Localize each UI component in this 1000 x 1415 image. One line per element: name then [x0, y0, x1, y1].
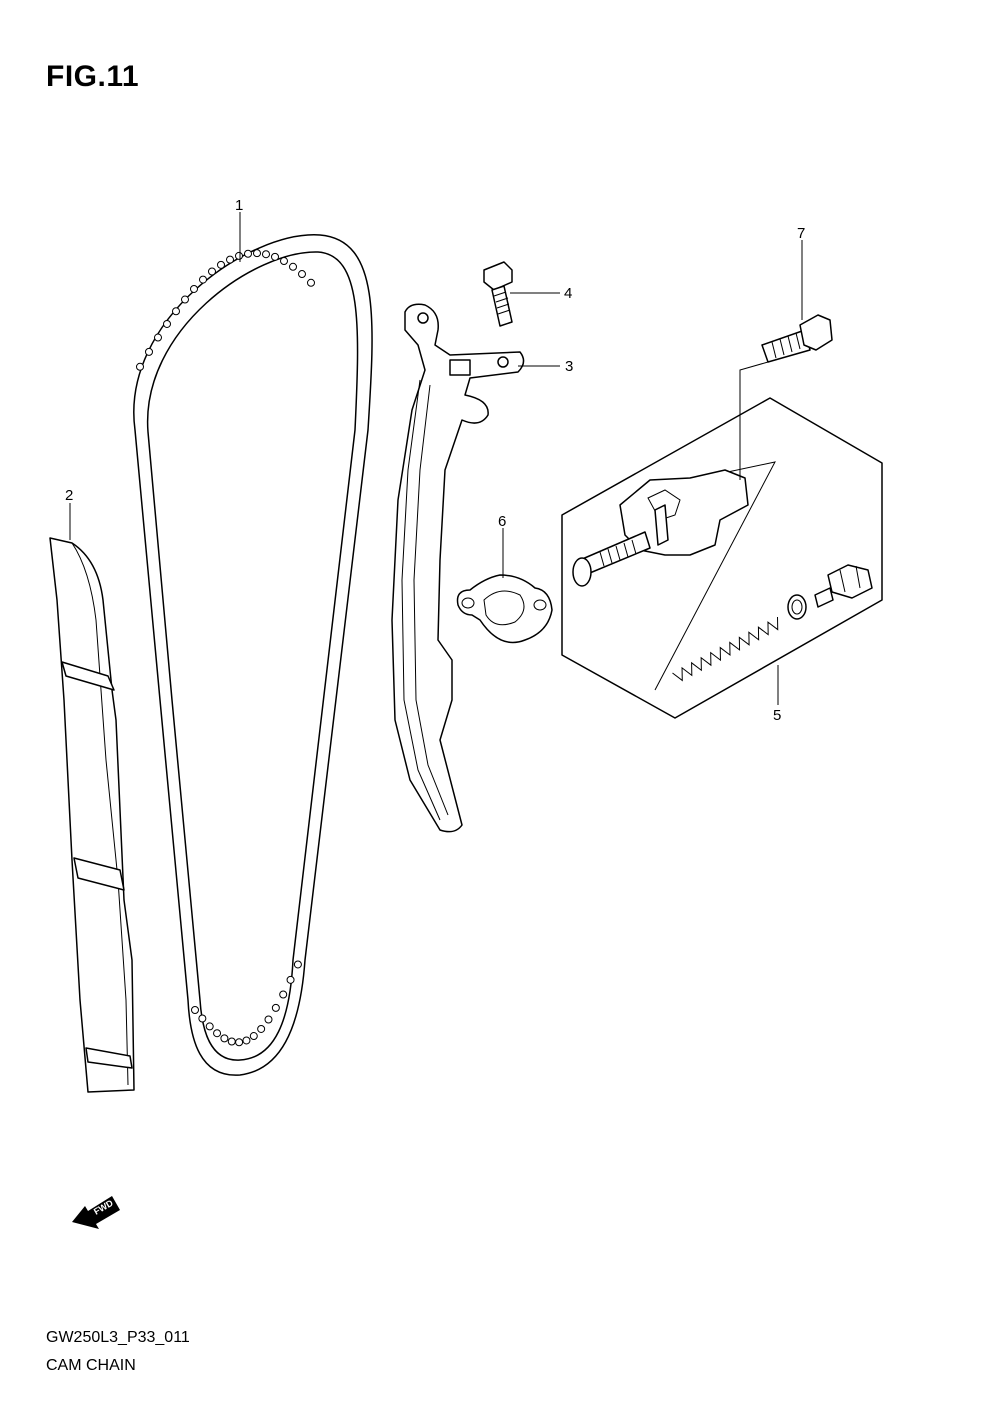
- chain-link: [264, 1015, 273, 1024]
- chain-link: [198, 1014, 207, 1023]
- chain-link: [271, 1003, 280, 1012]
- callout-4: 4: [564, 285, 572, 302]
- chain-link: [293, 960, 302, 969]
- chain-link: [242, 1036, 251, 1045]
- callout-2: 2: [65, 487, 73, 504]
- bolt-7: [739, 314, 833, 480]
- chain-links-lower: [191, 960, 302, 1047]
- chain-link: [199, 275, 207, 284]
- chain-link: [307, 278, 315, 287]
- chain-link: [172, 307, 180, 316]
- chain-link: [286, 975, 295, 984]
- chain-link: [262, 250, 270, 259]
- callouts: 1 2 3 4 5 6 7: [65, 197, 805, 724]
- chain-link: [190, 284, 198, 293]
- chain-link: [235, 1038, 244, 1047]
- chain-link: [181, 295, 189, 304]
- chain-link: [154, 333, 162, 342]
- chain-link: [279, 990, 288, 999]
- chain-link: [163, 319, 171, 328]
- chain-link: [253, 249, 261, 258]
- chain-link: [217, 260, 225, 269]
- chain-link: [213, 1029, 222, 1038]
- chain-link: [257, 1024, 266, 1033]
- chain-link: [145, 347, 153, 356]
- tensioner-arm: [391, 303, 525, 833]
- callout-1: 1: [235, 197, 243, 214]
- callout-7: 7: [797, 225, 805, 242]
- chain-guide: [49, 537, 135, 1093]
- forward-arrow-icon: FWD: [72, 1196, 120, 1229]
- gasket: [456, 574, 553, 644]
- diagram-name: CAM CHAIN: [46, 1357, 136, 1374]
- chain-link: [227, 1037, 236, 1046]
- chain-link: [244, 249, 252, 258]
- callout-6: 6: [498, 513, 506, 530]
- chain-link: [136, 362, 144, 371]
- chain-link: [280, 257, 288, 266]
- chain-link: [298, 270, 306, 279]
- cam-chain: [133, 234, 373, 1076]
- callout-5: 5: [773, 707, 781, 724]
- chain-link: [271, 252, 279, 261]
- chain-link: [208, 267, 216, 276]
- chain-link: [289, 262, 297, 271]
- chain-link: [249, 1032, 258, 1041]
- diagram-code: GW250L3_P33_011: [46, 1329, 190, 1346]
- tensioner-adjuster-assembly: [561, 397, 883, 719]
- bolt-4: [483, 261, 513, 327]
- callout-3: 3: [565, 358, 573, 375]
- chain-link: [205, 1022, 214, 1031]
- chain-link: [235, 251, 243, 260]
- chain-link: [226, 255, 234, 264]
- chain-link: [191, 1006, 199, 1014]
- chain-links-upper: [136, 249, 315, 371]
- chain-link: [220, 1034, 229, 1043]
- figure-title: FIG.11: [46, 60, 140, 93]
